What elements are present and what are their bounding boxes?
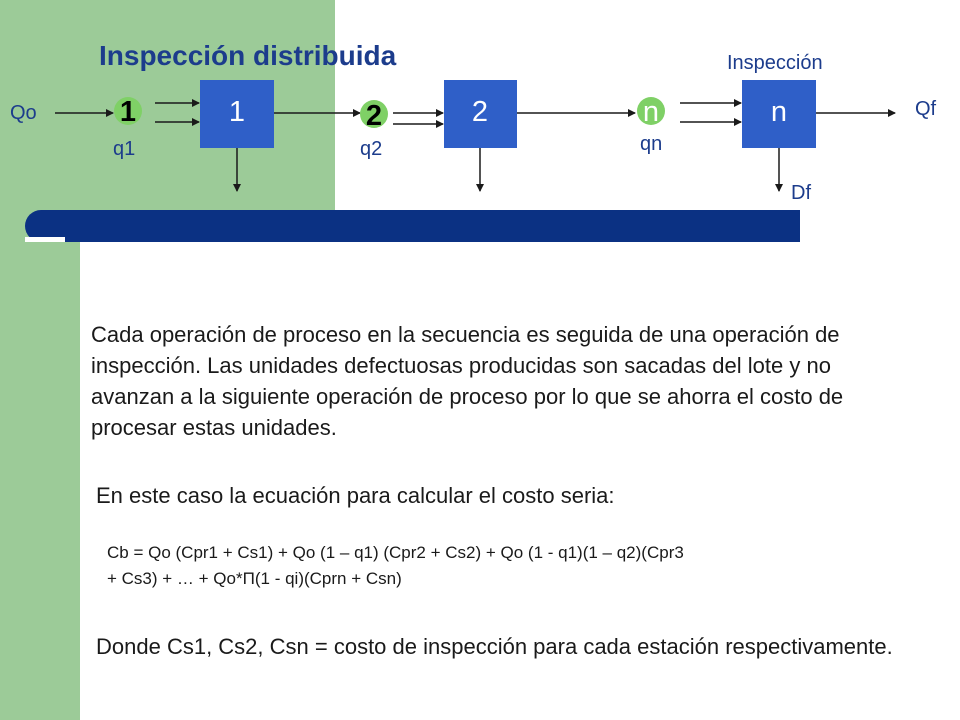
definition-note: Donde Cs1, Cs2, Csn = costo de inspecció… [96,634,893,659]
process-station-1-box [200,80,274,148]
process-station-2-label: 2 [472,96,488,128]
divider-band [25,210,800,242]
output-label-qf: Qf [915,98,937,120]
inspection-station-1-circle [114,97,142,125]
divider-band-notch [25,237,65,242]
q1-label: q1 [113,138,135,160]
inspection-station-n-label: n [643,96,659,128]
process-station-2-box [444,80,517,148]
process-station-n-box [742,80,816,148]
inspection-station-n-circle [637,97,665,125]
q2-label: q2 [360,138,382,160]
defects-label-df: Df [791,182,811,204]
description-paragraph: Cada operación de proceso en la secuenci… [91,322,844,440]
process-station-n-label: n [771,96,787,128]
inspection-station-2-label: 2 [366,100,382,132]
inspection-station-1-label: 1 [120,96,136,128]
side-bar [0,0,80,720]
process-station-1-label: 1 [229,96,245,128]
cost-formula: Cb = Qo (Cpr1 + Cs1) + Qo (1 – q1) (Cpr2… [107,540,927,592]
inspection-station-2-circle [360,100,388,128]
equation-intro: En este caso la ecuación para calcular e… [96,483,615,508]
formula-line-1: Cb = Qo (Cpr1 + Cs1) + Qo (1 – q1) (Cpr2… [107,543,684,562]
slide-title: Inspección distribuida [99,40,397,71]
qn-label: qn [640,133,662,155]
inspection-label: Inspección [727,52,823,74]
formula-line-2: + Cs3) + … + Qo*Π(1 - qi)(Cprn + Csn) [107,569,402,588]
input-label-qo: Qo [10,102,37,124]
